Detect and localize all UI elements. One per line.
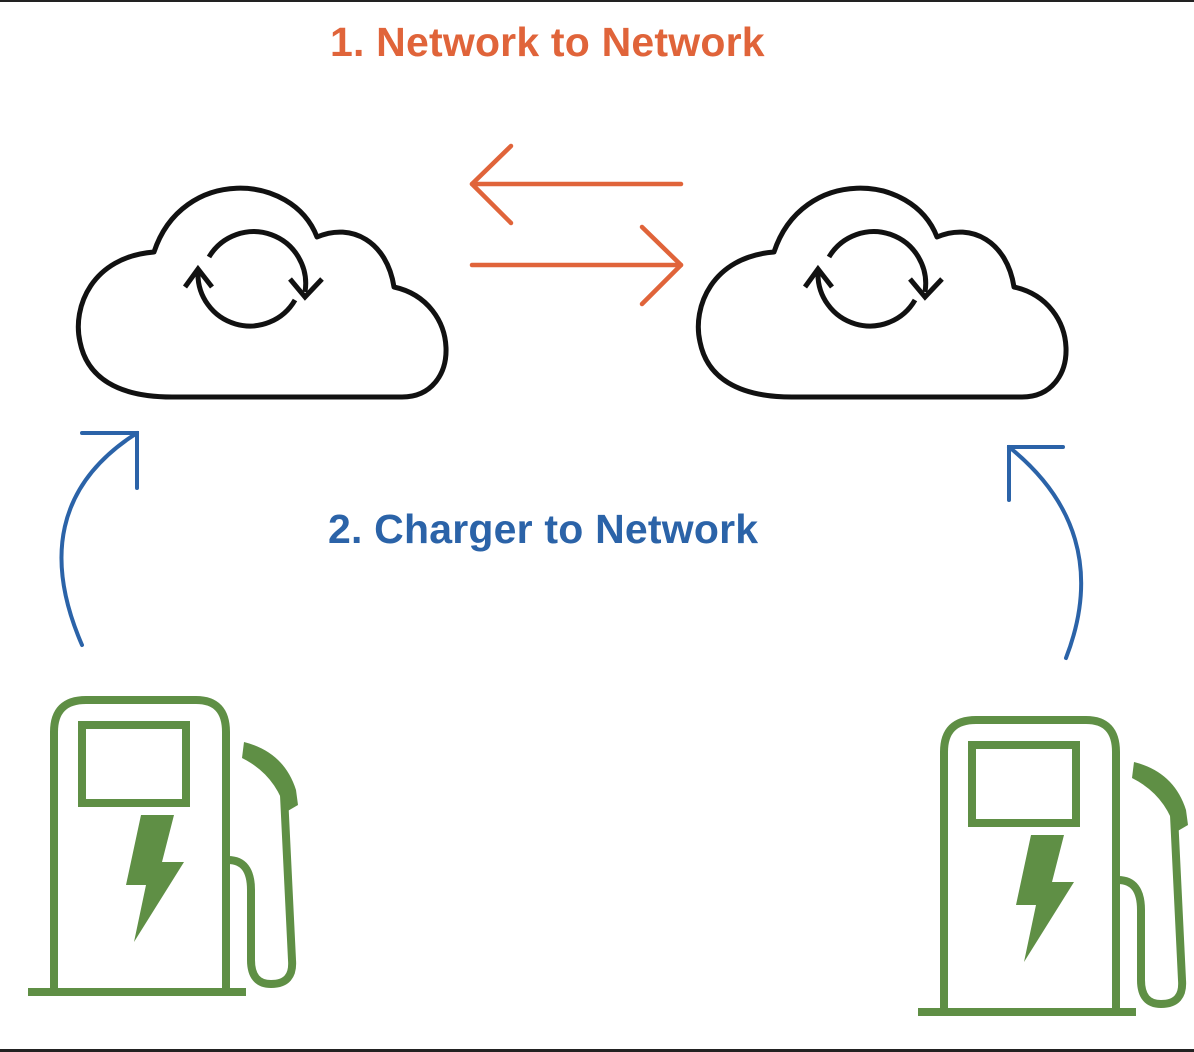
arrow-right: [469, 224, 684, 307]
arrow-charger-left-to-cloud-left: [59, 431, 139, 647]
arrow-left: [469, 143, 684, 226]
charger-left: [28, 700, 298, 992]
charger-right: [918, 720, 1188, 1012]
cloud-sync-icon: [78, 188, 446, 397]
frame-bottom-border: [0, 1049, 1194, 1052]
arrow-curve: [1007, 445, 1084, 660]
frame-top-border: [0, 0, 1194, 2]
arrow-head: [1007, 445, 1065, 502]
arrow-charger-right-to-cloud-right: [1007, 445, 1084, 660]
cloud-left: [78, 188, 446, 397]
charger-to-network-arrows: [59, 431, 1084, 660]
charger-to-network-label: 2. Charger to Network: [328, 506, 759, 552]
network-to-network-label: 1. Network to Network: [330, 19, 765, 65]
ev-charger-icon: [918, 720, 1188, 1012]
cloud-sync-icon: [698, 188, 1066, 397]
arrow-right-head: [639, 224, 684, 307]
network-to-network-arrows: [469, 143, 684, 307]
cloud-right: [698, 188, 1066, 397]
arrow-head: [80, 431, 139, 490]
ev-charger-icon: [28, 700, 298, 992]
arrow-left-head: [469, 143, 514, 226]
arrow-curve: [59, 431, 139, 647]
